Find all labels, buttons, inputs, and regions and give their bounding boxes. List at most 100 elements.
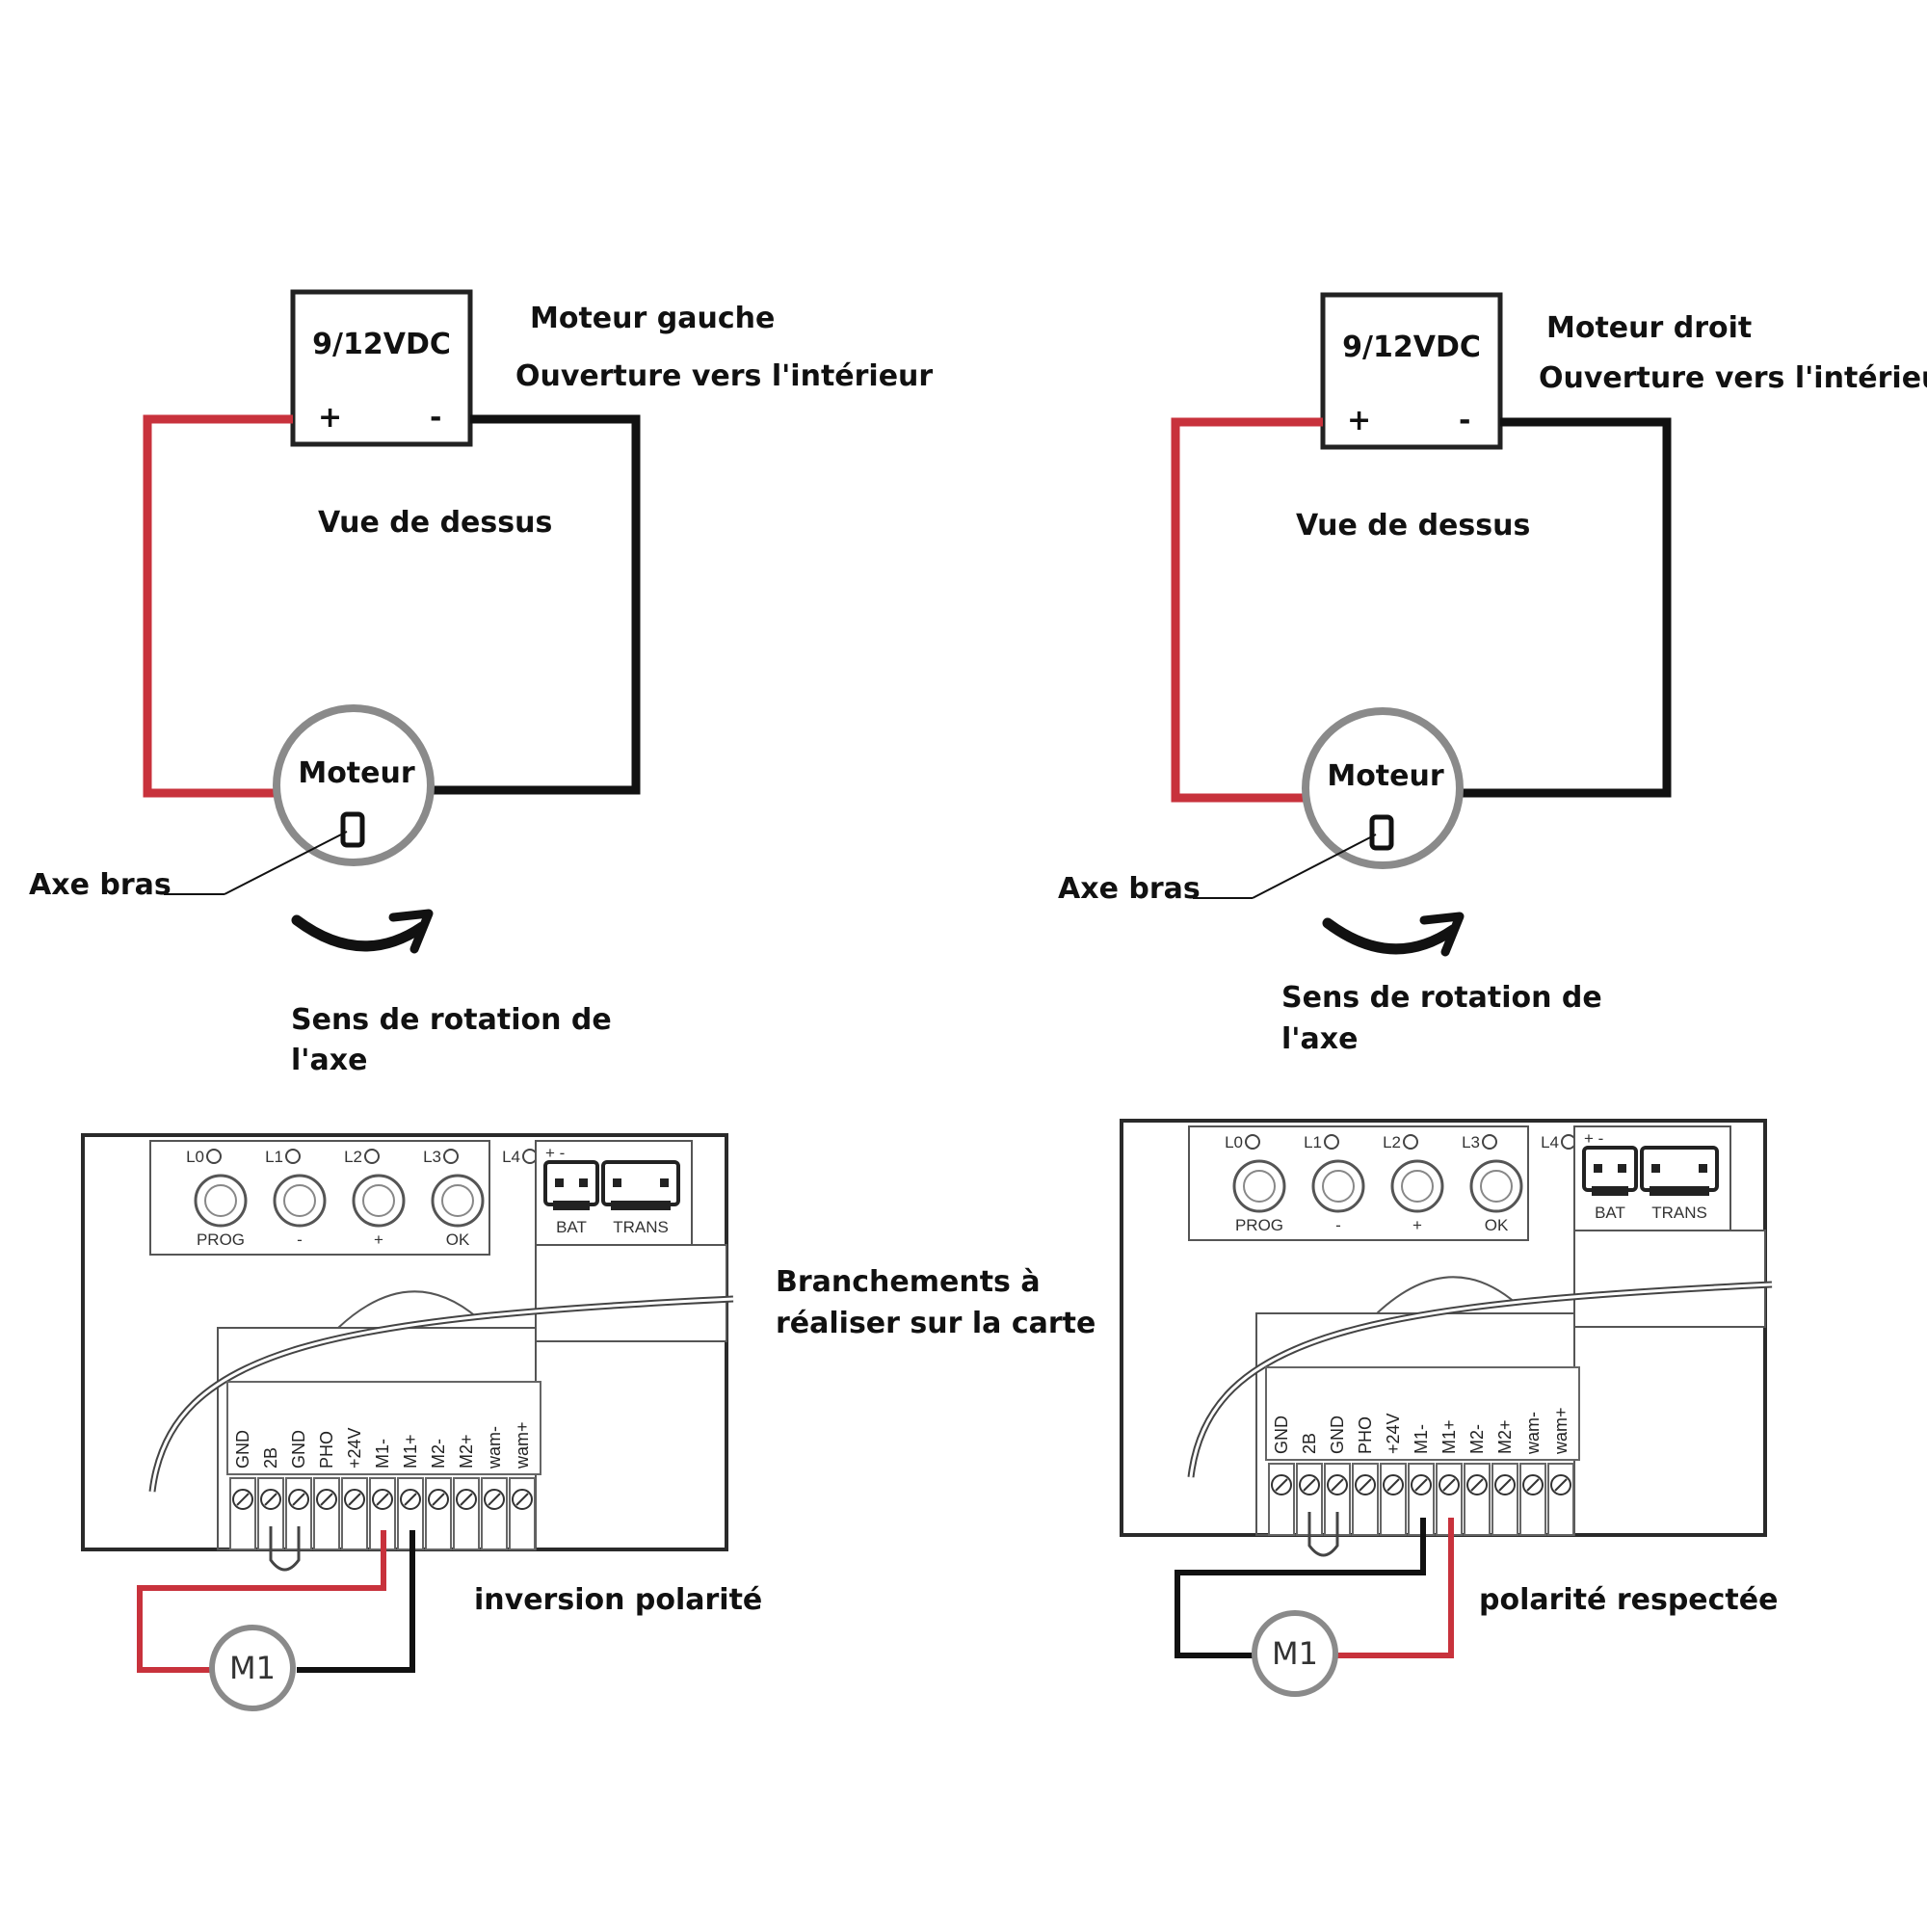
right-led-icon bbox=[1482, 1134, 1497, 1150]
right-m1-motor bbox=[1252, 1610, 1338, 1697]
right-connector-pin-icon bbox=[1699, 1164, 1707, 1173]
right-led-label: L3 bbox=[1462, 1133, 1480, 1151]
left-connector-base bbox=[611, 1201, 671, 1210]
left-view-label: Vue de dessus bbox=[318, 506, 552, 540]
left-plus-label: + bbox=[318, 401, 342, 435]
right-button-label: - bbox=[1335, 1216, 1341, 1234]
left-m1-motor bbox=[209, 1625, 296, 1711]
left-title: Moteur gauche bbox=[530, 302, 775, 335]
right-connector-label: BAT bbox=[1595, 1204, 1625, 1222]
right-button-inner-icon bbox=[1322, 1170, 1355, 1203]
right-button-inner-icon bbox=[1401, 1170, 1434, 1203]
left-terminal-screw-slot bbox=[236, 1493, 250, 1506]
right-terminal-screw-slot bbox=[1442, 1478, 1456, 1492]
left-led-icon bbox=[206, 1149, 222, 1164]
left-terminal-screw-slot bbox=[488, 1493, 501, 1506]
right-motor bbox=[1302, 707, 1464, 869]
right-button-inner-icon bbox=[1480, 1170, 1513, 1203]
left-rotation-label-2: l'axe bbox=[291, 1044, 367, 1077]
right-terminal-label: +24V bbox=[1384, 1413, 1403, 1454]
right-terminal-screw-slot bbox=[1275, 1478, 1288, 1492]
right-button-label: OK bbox=[1485, 1216, 1509, 1234]
left-button-label: PROG bbox=[197, 1231, 245, 1249]
right-led-icon bbox=[1245, 1134, 1260, 1150]
right-led-icon bbox=[1403, 1134, 1418, 1150]
left-power-label: 9/12VDC bbox=[312, 328, 451, 361]
right-black-wire bbox=[1461, 417, 1672, 798]
right-rotation-label-1: Sens de rotation de bbox=[1281, 981, 1602, 1015]
left-subtitle: Ouverture vers l'intérieur bbox=[515, 359, 933, 393]
left-led-icon bbox=[443, 1149, 459, 1164]
right-terminal-label: M1- bbox=[1412, 1424, 1431, 1454]
right-relay-box bbox=[1573, 1230, 1766, 1328]
right-terminal-screw-slot bbox=[1414, 1478, 1428, 1492]
right-terminal-label-strip bbox=[1265, 1366, 1580, 1461]
right-minus-label: - bbox=[1459, 404, 1470, 437]
left-button-inner-icon bbox=[283, 1184, 316, 1217]
right-connector-base bbox=[1650, 1186, 1709, 1196]
left-rotation-arrowhead bbox=[388, 909, 434, 954]
left-axis-shaft bbox=[340, 811, 365, 848]
left-board-red-wire bbox=[137, 1530, 386, 1673]
left-motor-label: Moteur bbox=[298, 756, 415, 790]
right-gnd-jumper bbox=[1307, 1512, 1339, 1557]
left-terminal-screw-slot bbox=[292, 1493, 305, 1506]
left-terminal-label: 2B bbox=[261, 1447, 280, 1469]
left-axis-leader-diag bbox=[224, 831, 348, 895]
left-terminal-block bbox=[313, 1477, 340, 1550]
right-terminal-label: wam+ bbox=[1551, 1407, 1571, 1455]
right-led-icon bbox=[1561, 1134, 1576, 1150]
left-terminal-label: wam+ bbox=[513, 1421, 532, 1469]
left-terminal-label: PHO bbox=[317, 1431, 336, 1469]
right-terminal-label: M2- bbox=[1467, 1424, 1487, 1454]
right-terminal-label: M2+ bbox=[1495, 1419, 1515, 1454]
left-rotation-arrow bbox=[291, 914, 428, 952]
left-connector-pin-icon bbox=[660, 1178, 669, 1187]
left-terminal-label: GND bbox=[233, 1430, 252, 1469]
left-led-icon bbox=[285, 1149, 301, 1164]
right-terminal-label: PHO bbox=[1356, 1416, 1375, 1454]
left-button-label: OK bbox=[446, 1231, 470, 1249]
left-connector-pin-icon bbox=[613, 1178, 621, 1187]
right-connector-pin-icon bbox=[1618, 1164, 1626, 1173]
right-terminal-screw-slot bbox=[1554, 1478, 1568, 1492]
right-subtitle: Ouverture vers l'intérieur bbox=[1539, 361, 1927, 395]
left-terminal-screw-slot bbox=[348, 1493, 361, 1506]
left-connector-base bbox=[553, 1201, 590, 1210]
left-red-wire bbox=[143, 414, 293, 798]
left-axis-label: Axe bras bbox=[29, 868, 172, 902]
left-led-icon bbox=[364, 1149, 380, 1164]
right-terminal-label: 2B bbox=[1300, 1433, 1319, 1454]
left-terminal-screw-slot bbox=[515, 1493, 529, 1506]
left-led-label: L0 bbox=[186, 1148, 204, 1166]
right-terminal-label: M1+ bbox=[1439, 1419, 1459, 1454]
left-terminal-screw-slot bbox=[376, 1493, 389, 1506]
right-axis-leader-diag bbox=[1252, 834, 1377, 899]
right-antenna-core bbox=[1189, 1283, 1773, 1478]
left-wiring-note: inversion polarité bbox=[474, 1583, 762, 1617]
right-led-icon bbox=[1324, 1134, 1339, 1150]
left-terminal-label: M1- bbox=[373, 1439, 392, 1469]
right-power-box bbox=[1320, 292, 1503, 450]
left-connector-pin-icon bbox=[579, 1178, 588, 1187]
right-power-label: 9/12VDC bbox=[1342, 331, 1481, 364]
left-power-box bbox=[290, 289, 473, 447]
left-button-label: + bbox=[374, 1231, 383, 1249]
left-button-inner-icon bbox=[441, 1184, 474, 1217]
right-led-label: L0 bbox=[1225, 1133, 1243, 1151]
right-terminal-label: GND bbox=[1272, 1416, 1291, 1454]
right-title: Moteur droit bbox=[1546, 311, 1752, 345]
left-connector-0 bbox=[543, 1160, 599, 1206]
right-terminal-screw-slot bbox=[1386, 1478, 1400, 1492]
left-antenna-core bbox=[150, 1297, 734, 1493]
right-button-label: PROG bbox=[1235, 1216, 1283, 1234]
left-connector-pin-icon bbox=[555, 1178, 564, 1187]
left-connector-label: BAT bbox=[556, 1218, 587, 1236]
right-board-black-wire bbox=[1175, 1518, 1426, 1658]
left-terminal-label: GND bbox=[289, 1430, 308, 1469]
left-button-inner-icon bbox=[362, 1184, 395, 1217]
left-led-label: L3 bbox=[423, 1148, 441, 1166]
left-led-label: L2 bbox=[344, 1148, 362, 1166]
left-button-label: - bbox=[297, 1231, 303, 1249]
